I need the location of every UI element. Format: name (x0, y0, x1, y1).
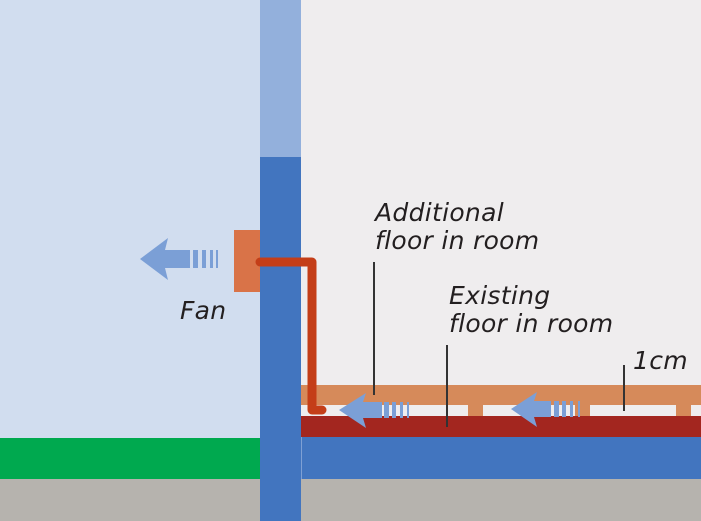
existing-floor (301, 416, 701, 437)
additional-floor-label: Additional floor in room (375, 199, 539, 255)
grass-strip (0, 438, 260, 479)
additional-floor-label-line1: Additional (375, 198, 504, 227)
floor-support (575, 405, 590, 416)
airflow-arrow-icon (339, 393, 409, 428)
floor-support (468, 405, 483, 416)
existing-floor-label-line2: floor in room (449, 309, 614, 338)
wall-upper (260, 0, 301, 157)
airflow-arrow-icon (140, 238, 218, 280)
additional-floor-label-line2: floor in room (375, 226, 540, 255)
room-area (301, 0, 701, 416)
airflow-arrow-icon (511, 392, 580, 427)
floor-support (676, 405, 691, 416)
subfloor (301, 437, 701, 479)
ground-right (301, 479, 701, 521)
existing-floor-label-line1: Existing (449, 281, 551, 310)
ground-left (0, 479, 260, 521)
existing-floor-label: Existing floor in room (449, 282, 613, 338)
additional-floor (301, 385, 701, 405)
wall (260, 157, 301, 521)
outside-area (0, 0, 260, 438)
fan-label: Fan (180, 296, 227, 325)
ventilation-pipe (255, 257, 327, 415)
gap-label: 1cm (633, 346, 688, 375)
